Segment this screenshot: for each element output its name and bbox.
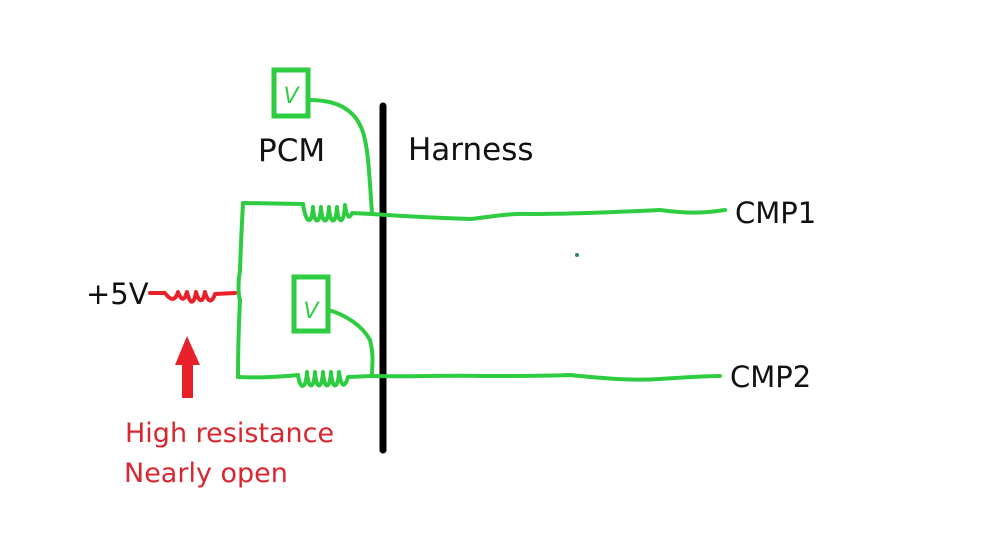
wire-cmp1 (370, 208, 727, 221)
stray-dot (575, 253, 579, 257)
wire-bottom-left (236, 373, 300, 380)
voltmeter-2-label: V (303, 299, 320, 324)
annotation-line-2: Nearly open (124, 458, 288, 489)
annotation-line-1: High resistance (125, 418, 334, 449)
cmp1-label: CMP1 (735, 196, 816, 230)
voltmeter1-lead (307, 98, 374, 216)
arrow-up-icon (175, 336, 200, 398)
pcm-label: PCM (258, 133, 325, 169)
resistor-cmp1 (301, 202, 374, 223)
voltmeter-icon (271, 67, 311, 119)
bus-wire (236, 201, 245, 379)
harness-label: Harness (408, 132, 534, 168)
wire-top-left (241, 201, 305, 206)
supply-label: +5V (86, 277, 149, 311)
resistor-cmp2 (296, 370, 374, 388)
voltmeter2-lead (327, 308, 375, 378)
wire-cmp2 (370, 373, 722, 382)
pullup-resistor (148, 290, 237, 304)
voltmeter-1-label: V (283, 84, 300, 109)
cmp2-label: CMP2 (730, 360, 811, 394)
voltmeter-icon (291, 274, 331, 334)
